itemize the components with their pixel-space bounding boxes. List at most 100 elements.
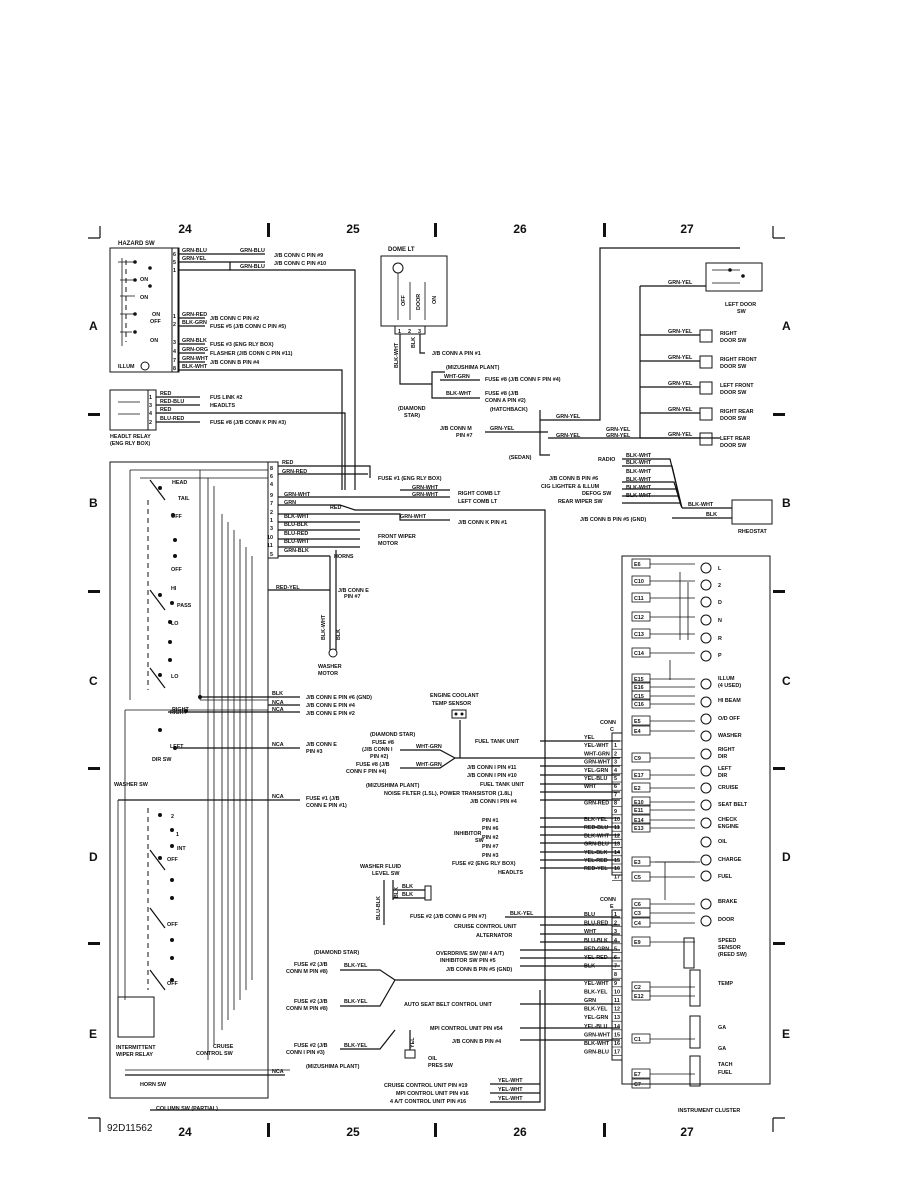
cluster-pin-box [631, 647, 651, 658]
svg-text:2: 2 [270, 510, 273, 516]
svg-text:LEVEL SW: LEVEL SW [372, 871, 400, 877]
cluster-pin-box [631, 690, 651, 701]
conn-pin-number: 3 [614, 929, 617, 935]
row-label-e: E [89, 1027, 97, 1041]
conn-pin-number: 12 [614, 1007, 620, 1013]
row-label-a-right: A [782, 319, 791, 333]
instrument-cluster: INSTRUMENT CLUSTER E6C10C11C12C13C14E15E… [621, 555, 771, 1114]
conn-wire-label: WHT [584, 784, 597, 790]
svg-text:BLK: BLK [402, 892, 413, 898]
cluster-pin-label: C3 [634, 911, 641, 917]
svg-text:1: 1 [149, 395, 152, 401]
svg-text:BLK-WHT: BLK-WHT [182, 364, 208, 370]
svg-text:2: 2 [408, 329, 411, 335]
svg-text:PRES SW: PRES SW [428, 1063, 454, 1069]
indicator-bulb-icon [700, 713, 712, 725]
svg-text:BLK: BLK [706, 512, 717, 518]
svg-text:INSTRUMENT CLUSTER: INSTRUMENT CLUSTER [678, 1108, 740, 1114]
cluster-pin-label: E9 [634, 940, 641, 946]
svg-text:J/B CONN E PIN #4: J/B CONN E PIN #4 [306, 703, 355, 709]
cluster-pin-label: E5 [634, 719, 641, 725]
cluster-pin-label: C4 [634, 921, 641, 927]
conn-wire-label: BLU [584, 912, 595, 918]
cluster-pin-box [631, 715, 651, 726]
cluster-indicator-label: SENSOR [718, 945, 741, 951]
svg-text:(ENG RLY BOX): (ENG RLY BOX) [110, 441, 150, 447]
col-label-27: 27 [680, 222, 694, 236]
svg-text:ILLUM: ILLUM [118, 364, 135, 370]
svg-text:RIGHT COMB LT: RIGHT COMB LT [458, 491, 501, 497]
svg-text:GRN-YEL: GRN-YEL [606, 427, 631, 433]
conn-pin-number: 14 [614, 850, 620, 856]
svg-text:CONN M PIN #8): CONN M PIN #8) [286, 969, 328, 975]
svg-text:RADIO: RADIO [598, 457, 615, 463]
svg-text:1: 1 [270, 518, 273, 524]
svg-text:INTERMITTENT: INTERMITTENT [116, 1045, 156, 1051]
conn-pin-number: 15 [614, 858, 620, 864]
svg-text:4 A/T CONTROL UNIT PIN #16: 4 A/T CONTROL UNIT PIN #16 [390, 1099, 466, 1105]
cluster-indicator-label: R [718, 636, 722, 642]
svg-text:1: 1 [398, 329, 401, 335]
conn-pin-number: 5 [614, 776, 617, 782]
svg-text:(MIZUSHIMA PLANT): (MIZUSHIMA PLANT) [306, 1064, 360, 1070]
cluster-pin-box [631, 592, 651, 603]
conn-wire-label: BLK-YEL [584, 817, 608, 823]
cluster-pin-label: E3 [634, 860, 641, 866]
conn-pin-number: 4 [614, 938, 617, 944]
svg-text:GRN-BLU: GRN-BLU [182, 248, 207, 254]
conn-wire-label: BLU-RED [584, 921, 608, 927]
svg-text:BLK-YEL: BLK-YEL [344, 1043, 368, 1049]
svg-text:3: 3 [418, 329, 421, 335]
svg-text:E: E [610, 904, 614, 910]
conn-pin-number: 16 [614, 1041, 620, 1047]
svg-text:BLU-BLK: BLU-BLK [284, 522, 308, 528]
indicator-bulb-icon [700, 854, 712, 866]
svg-text:FUSE #8 (J/B: FUSE #8 (J/B [485, 391, 519, 397]
col-label-24: 24 [178, 222, 192, 236]
cluster-pin-box [631, 907, 651, 918]
svg-text:3: 3 [173, 340, 176, 346]
svg-text:GRN-YEL: GRN-YEL [556, 414, 581, 420]
cluster-indicator-label: CRUISE [718, 785, 739, 791]
cluster-indicator-label: TACH [718, 1062, 733, 1068]
cluster-indicator-label: LEFT [718, 766, 732, 772]
svg-text:6: 6 [173, 252, 176, 258]
svg-text:OIL: OIL [428, 1056, 438, 1062]
indicator-bulb-icon [700, 799, 712, 811]
cluster-pin-box [631, 804, 651, 815]
cluster-indicator-label: SEAT BELT [718, 802, 748, 808]
temp-gauge-icon [689, 969, 701, 1007]
svg-text:LEFT DOOR: LEFT DOOR [725, 302, 756, 308]
svg-text:(MIZUSHIMA PLANT): (MIZUSHIMA PLANT) [366, 783, 420, 789]
svg-text:5: 5 [173, 260, 176, 266]
svg-text:HORNS: HORNS [334, 554, 354, 560]
cluster-indicator-label: D [718, 600, 722, 606]
svg-text:FUSE #2 (J/B: FUSE #2 (J/B [294, 962, 328, 968]
conn-pin-number: 13 [614, 1015, 620, 1021]
svg-text:8: 8 [173, 366, 176, 372]
conn-pin-number: 13 [614, 842, 620, 848]
svg-text:7: 7 [173, 358, 176, 364]
conn-wire-label: BLK-WHT [584, 1041, 610, 1047]
conn-pin-number: 12 [614, 833, 620, 839]
svg-text:BLK-WHT: BLK-WHT [626, 469, 652, 475]
svg-text:J/B CONN C PIN #9: J/B CONN C PIN #9 [274, 253, 323, 259]
svg-text:BLU-BLK: BLU-BLK [376, 896, 382, 920]
cluster-pin-label: E4 [634, 729, 641, 735]
svg-text:FUEL TANK UNIT: FUEL TANK UNIT [475, 739, 520, 745]
cluster-pin-label: E6 [634, 562, 641, 568]
column-switch: 8 6 4 9 7 2 1 3 10 11 5 HEAD TAIL OFF OF… [109, 460, 546, 1112]
svg-text:4: 4 [173, 349, 176, 355]
svg-text:BLK-WHT: BLK-WHT [626, 493, 652, 499]
svg-text:TAIL: TAIL [178, 496, 190, 502]
svg-text:BLK: BLK [394, 887, 400, 898]
svg-text:GRN-YEL: GRN-YEL [668, 407, 693, 413]
conn-wire-label: BLK [584, 964, 595, 970]
svg-text:(MIZUSHIMA PLANT): (MIZUSHIMA PLANT) [446, 365, 500, 371]
svg-text:GRN-YEL: GRN-YEL [668, 355, 693, 361]
conn-wire-label: GRN-WHT [584, 760, 611, 766]
cluster-pin-label: E12 [634, 994, 644, 1000]
coolant-sensor-icon [451, 709, 467, 719]
svg-text:PIN #7: PIN #7 [456, 433, 472, 439]
cluster-pin-box [631, 782, 651, 793]
